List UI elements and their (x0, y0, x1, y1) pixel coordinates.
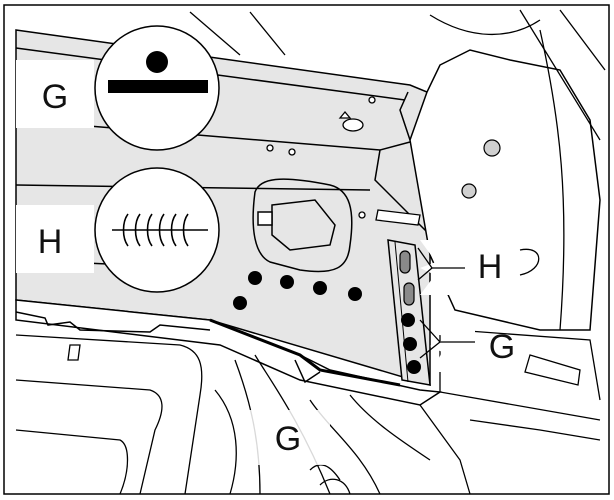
spot-weld (407, 360, 421, 374)
legend-h-label-bg (16, 205, 94, 273)
spot-weld-symbol-icon (108, 51, 208, 93)
spot-weld (401, 313, 415, 327)
spot-weld (280, 275, 294, 289)
callout-g-bg (430, 318, 475, 372)
sill-edge (209, 318, 401, 387)
sill-flange (15, 311, 211, 333)
bracket-hole (461, 183, 477, 199)
spot-weld (248, 271, 262, 285)
callout-g-letter: G (489, 328, 515, 366)
seam-weld-symbol-icon (112, 213, 208, 247)
panel-holes (266, 96, 421, 226)
legend-g-letter: G (42, 78, 68, 116)
callout-bottom-letter: G (275, 420, 301, 458)
spot-weld (348, 287, 362, 301)
seam-weld-marker (399, 250, 411, 274)
legend-g-label-bg (16, 60, 94, 128)
callout-bottom-bg (245, 410, 330, 465)
seam-weld-marker (403, 282, 415, 306)
floor-panel (15, 334, 601, 495)
callout-leaders (417, 247, 475, 359)
seam-line (394, 241, 409, 383)
spot-weld (233, 296, 247, 310)
spot-welds (233, 271, 421, 374)
legend-g (16, 25, 220, 151)
spot-weld (403, 337, 417, 351)
sill-notch (294, 359, 321, 384)
callout-h-letter: H (478, 248, 503, 286)
legend-h-letter: H (38, 223, 63, 261)
legend-h (16, 167, 220, 293)
bracket-hole (483, 139, 501, 157)
spot-weld (313, 281, 327, 295)
seam-weld-markers (399, 250, 415, 306)
stamped-recess (252, 178, 353, 273)
